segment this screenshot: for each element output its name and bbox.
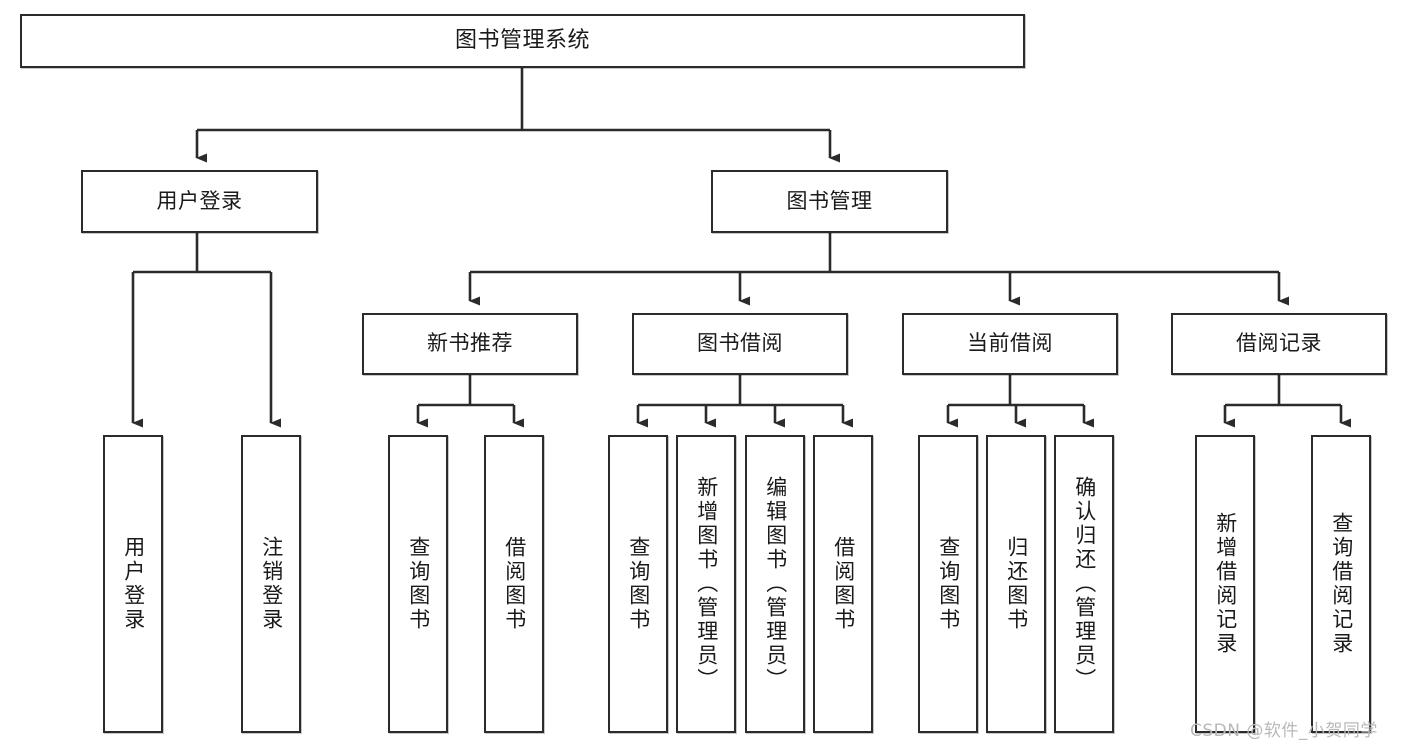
- node-label: 用户登录: [156, 188, 243, 213]
- node-label: 归还图书: [1004, 536, 1029, 632]
- leaf-user-login-logout[interactable]: 注销登录: [241, 435, 301, 733]
- node-label: 图书管理: [786, 188, 873, 213]
- node-label: 注销登录: [259, 536, 284, 632]
- node-label: 新增图书（管理员）: [694, 476, 719, 692]
- leaf-book-borrow-query[interactable]: 查询图书: [608, 435, 668, 733]
- node-borrow-record[interactable]: 借阅记录: [1171, 313, 1387, 375]
- leaf-new-book-borrow[interactable]: 借阅图书: [484, 435, 544, 733]
- leaf-current-borrow-confirm-return[interactable]: 确认归还（管理员）: [1054, 435, 1114, 733]
- leaf-current-borrow-return[interactable]: 归还图书: [986, 435, 1046, 733]
- node-book-management[interactable]: 图书管理: [711, 170, 948, 233]
- node-label: 查询图书: [626, 536, 651, 632]
- node-label: 新增借阅记录: [1213, 512, 1238, 656]
- node-label: 用户登录: [121, 536, 146, 632]
- node-root-book-management-system[interactable]: 图书管理系统: [20, 14, 1025, 68]
- watermark: CSDN @软件_小贺同学: [1190, 721, 1378, 741]
- node-label: 借阅图书: [502, 536, 527, 632]
- leaf-user-login-login[interactable]: 用户登录: [103, 435, 163, 733]
- node-label: 当前借阅: [967, 331, 1053, 356]
- node-user-login[interactable]: 用户登录: [81, 170, 318, 233]
- leaf-current-borrow-query[interactable]: 查询图书: [918, 435, 978, 733]
- node-label: 借阅图书: [831, 536, 856, 632]
- leaf-new-book-query[interactable]: 查询图书: [388, 435, 448, 733]
- node-label: 借阅记录: [1236, 331, 1322, 356]
- leaf-borrow-record-query[interactable]: 查询借阅记录: [1311, 435, 1371, 733]
- leaf-book-borrow-borrow[interactable]: 借阅图书: [813, 435, 873, 733]
- node-label: 图书借阅: [697, 331, 783, 356]
- node-label: 编辑图书（管理员）: [763, 476, 788, 692]
- node-current-borrow[interactable]: 当前借阅: [902, 313, 1118, 375]
- node-new-book-recommend[interactable]: 新书推荐: [362, 313, 578, 375]
- node-book-borrow[interactable]: 图书借阅: [632, 313, 848, 375]
- node-label: 查询图书: [936, 536, 961, 632]
- node-label: 新书推荐: [427, 331, 513, 356]
- leaf-borrow-record-add[interactable]: 新增借阅记录: [1195, 435, 1255, 733]
- node-label: 查询图书: [406, 536, 431, 632]
- leaf-book-borrow-edit[interactable]: 编辑图书（管理员）: [745, 435, 805, 733]
- leaf-book-borrow-add[interactable]: 新增图书（管理员）: [676, 435, 736, 733]
- node-label: 确认归还（管理员）: [1072, 476, 1097, 692]
- node-label: 查询借阅记录: [1329, 512, 1354, 656]
- node-label: 图书管理系统: [454, 27, 590, 53]
